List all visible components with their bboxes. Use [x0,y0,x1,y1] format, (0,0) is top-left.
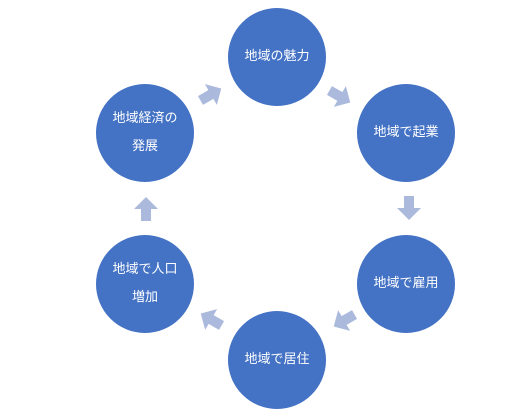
node-label: 地域経済の 発展 [112,111,178,154]
arrow-startup-to-employment [397,196,421,220]
node-population-growth: 地域で人口 増加 [96,235,194,333]
arrow-residence-to-population [200,309,225,330]
node-regional-residence: 地域で居住 [228,311,326,409]
node-label: 地域の魅力 [244,49,310,64]
node-regional-employment: 地域で雇用 [357,235,455,333]
node-label: 地域で雇用 [373,276,439,291]
node-label: 地域で起業 [373,125,439,140]
node-regional-startup: 地域で起業 [357,84,455,182]
node-label: 地域で居住 [244,352,310,367]
arrow-economy-to-attraction [197,84,222,105]
node-regional-attraction: 地域の魅力 [228,8,326,106]
arrow-employment-to-residence [333,310,358,331]
node-label: 地域で人口 増加 [112,262,178,305]
arrow-population-to-economy [134,197,158,221]
node-regional-economy: 地域経済の 発展 [96,84,194,182]
arrow-attraction-to-startup [326,86,351,107]
